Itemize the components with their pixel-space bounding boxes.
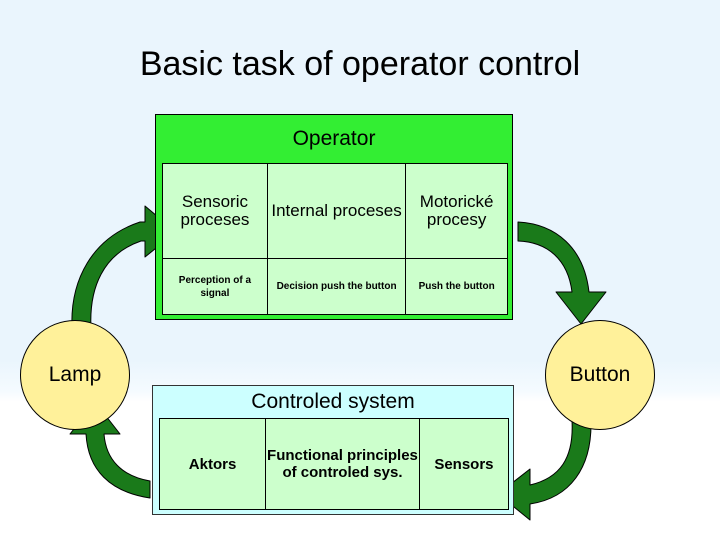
button-node: Button	[545, 320, 655, 430]
operator-table-grid: Sensoric proceses Internal proceses Moto…	[162, 163, 508, 315]
lamp-node: Lamp	[20, 320, 130, 430]
operator-cell-internal-proceses: Internal proceses	[267, 164, 407, 260]
controled-system-cell-aktors: Aktors	[160, 419, 267, 510]
operator-table-header: Operator	[292, 127, 376, 150]
page-title: Basic task of operator control	[139, 45, 581, 83]
controled-system-cell-functional-principles: Functional principles of controled sys.	[266, 419, 420, 510]
operator-cell-perception-of-a-signal: Perception of a signal	[163, 259, 268, 315]
operator-cell-decision-push-the-button: Decision push the button	[267, 259, 407, 315]
operator-cell-sensoric-proceses: Sensoric proceses	[163, 164, 268, 260]
controled-system-table-grid: Aktors Functional principles of controle…	[159, 418, 509, 510]
controled-system-cell-sensors: Sensors	[419, 419, 509, 510]
operator-cell-push-the-button: Push the button	[406, 259, 508, 315]
controled-system-table-header: Controled system	[251, 390, 415, 413]
operator-cell-motoricke-procesy: Motorické procesy	[406, 164, 508, 260]
lamp-node-label: Lamp	[48, 363, 102, 386]
controled-system-table: Controled system Aktors Functional princ…	[152, 385, 514, 515]
operator-table: Operator Sensoric proceses Internal proc…	[155, 114, 513, 320]
button-node-label: Button	[569, 363, 631, 386]
arrow-operator-to-button	[517, 221, 607, 325]
